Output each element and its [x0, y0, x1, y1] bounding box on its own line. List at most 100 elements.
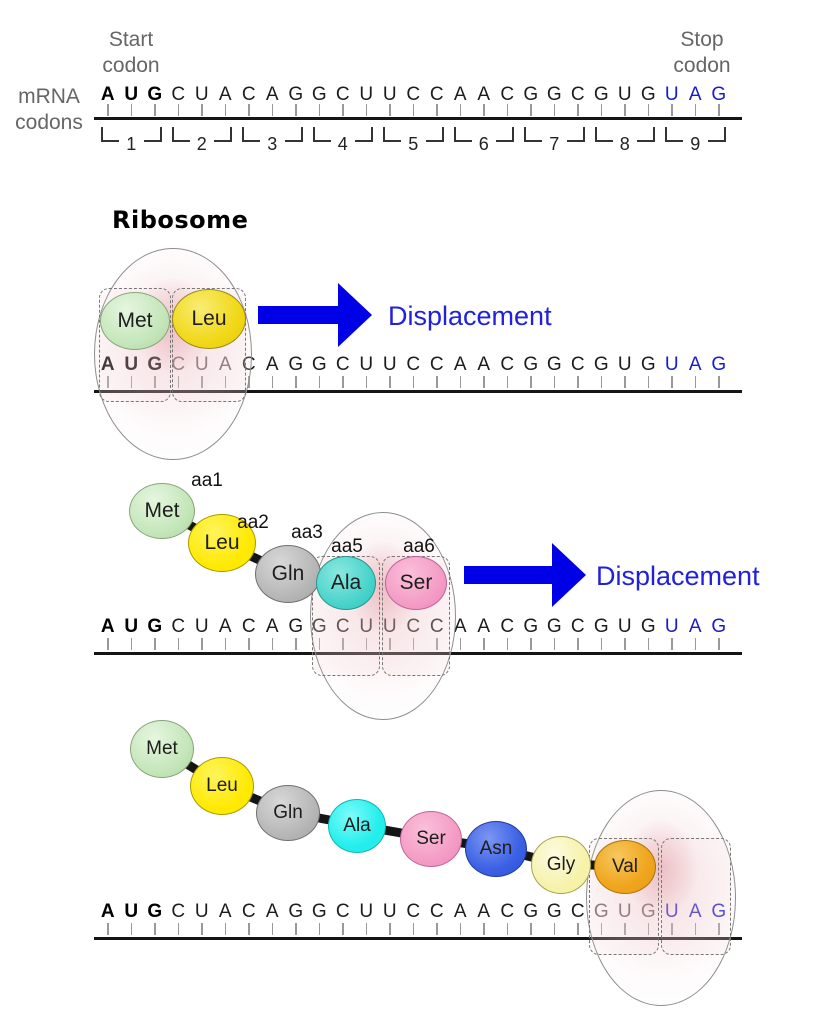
ribosome-label: Ribosome — [112, 206, 249, 234]
mrna-tick — [308, 104, 332, 116]
mrna-tick — [120, 638, 144, 650]
mrna-tick — [425, 376, 449, 388]
mrna-letter: A — [265, 84, 279, 105]
mrna-tick — [472, 638, 496, 650]
mrna-letter: U — [194, 616, 209, 637]
mrna-tick — [543, 376, 567, 388]
codon-bracket-6: 6 — [449, 127, 520, 155]
bracket-left — [242, 127, 260, 142]
stop-codon-line2: codon — [673, 54, 731, 77]
mrna-tick — [402, 923, 426, 935]
codon-bracket-7: 7 — [519, 127, 590, 155]
mrna-letter: C — [241, 84, 256, 105]
mrna-letter: U — [124, 616, 139, 637]
amino-acid-label: Leu — [206, 775, 238, 796]
mrna-letter: G — [640, 354, 656, 375]
mrna-letter: G — [546, 84, 562, 105]
mrna-tick — [543, 104, 567, 116]
ribosome-2 — [310, 512, 456, 720]
ribosome-1 — [94, 248, 252, 460]
mrna-letter: U — [617, 84, 632, 105]
mrna-letter: U — [359, 84, 374, 105]
amino-acid-label: Ser — [399, 571, 433, 594]
mrna-tick — [355, 923, 379, 935]
mrna-letter: G — [311, 84, 327, 105]
mrna-letter: C — [335, 901, 350, 922]
mrna-tick — [96, 104, 120, 116]
mrna-tick — [613, 376, 637, 388]
mrna-tick — [167, 104, 191, 116]
displacement-arrow-head — [338, 283, 372, 347]
mrna-letter: C — [500, 901, 515, 922]
bracket-left — [665, 127, 683, 142]
amino-acid-label: Leu — [204, 531, 240, 554]
mrna-letter: A — [218, 901, 232, 922]
mrna-tick — [190, 923, 214, 935]
mrna-tick — [425, 104, 449, 116]
bracket-left — [101, 127, 119, 142]
mrna-tick — [637, 376, 661, 388]
mrna-letter: U — [359, 901, 374, 922]
mrna-tick — [331, 923, 355, 935]
mrna-tick — [590, 638, 614, 650]
mrna-tick — [707, 376, 731, 388]
bracket-right — [496, 127, 514, 142]
mrna-letter: A — [453, 616, 467, 637]
amino-acid-gly: Gly — [531, 836, 591, 894]
mrna-tick — [167, 638, 191, 650]
mrna-letter: G — [523, 901, 539, 922]
mrna-tick — [402, 376, 426, 388]
codon-bracket-1: 1 — [96, 127, 167, 155]
mrna-letter: A — [100, 84, 115, 105]
codon-bracket-4: 4 — [308, 127, 379, 155]
mrna-letter: G — [147, 84, 163, 105]
mrna-letter: G — [288, 354, 304, 375]
amino-acid-label: Ala — [330, 571, 362, 594]
bracket-left — [383, 127, 401, 142]
mrna-tick — [237, 638, 261, 650]
mrna-letter: A — [218, 84, 232, 105]
mrna-letter: A — [477, 616, 491, 637]
displacement-arrow-head — [552, 543, 586, 607]
mrna-tick — [613, 638, 637, 650]
mrna-tick — [496, 376, 520, 388]
mrna-tick — [331, 376, 355, 388]
amino-acid-met: Met — [130, 720, 194, 778]
mrna-tick — [543, 638, 567, 650]
mrna-letter: A — [265, 901, 279, 922]
mrna-letter: C — [429, 901, 444, 922]
ribosome-3-a-site — [661, 838, 731, 955]
mrna-tick — [308, 376, 332, 388]
mrna-letter: C — [570, 616, 585, 637]
bracket-left — [171, 127, 190, 142]
mrna-tick — [308, 923, 332, 935]
mrna-letter: G — [147, 616, 163, 637]
codon-bracket-2: 2 — [167, 127, 238, 155]
amino-acid-label: Asn — [479, 838, 513, 859]
mrna-tick — [566, 376, 590, 388]
mrna-letter: C — [241, 616, 256, 637]
amino-acid-asn: Asn — [465, 821, 527, 877]
amino-acid-label: Gln — [273, 802, 303, 823]
stop-codon-label: Stop codon — [658, 27, 746, 79]
mrna-letter: A — [265, 616, 279, 637]
amino-acid-gln: Gln — [255, 545, 321, 603]
mrna-tick — [566, 638, 590, 650]
mrna-tick — [660, 376, 684, 388]
codon-number: 6 — [478, 134, 489, 154]
mrna-letter: A — [100, 616, 115, 637]
mrna-letter: C — [241, 901, 256, 922]
mrna-letter: G — [288, 84, 304, 105]
mrna-letter: C — [500, 616, 515, 637]
displacement-label: Displacement — [388, 301, 552, 331]
mrna-tick — [261, 376, 285, 388]
amino-acid-ala: Ala — [328, 799, 386, 853]
mrna-letter: U — [382, 901, 397, 922]
mrna-letter: C — [406, 901, 421, 922]
amino-acid-label: Gly — [546, 854, 576, 875]
mrna-label-line2: codons — [15, 111, 83, 134]
mrna-letter: G — [523, 616, 539, 637]
mrna-letter: C — [570, 84, 585, 105]
mrna-tick — [496, 638, 520, 650]
bracket-right — [566, 127, 585, 142]
